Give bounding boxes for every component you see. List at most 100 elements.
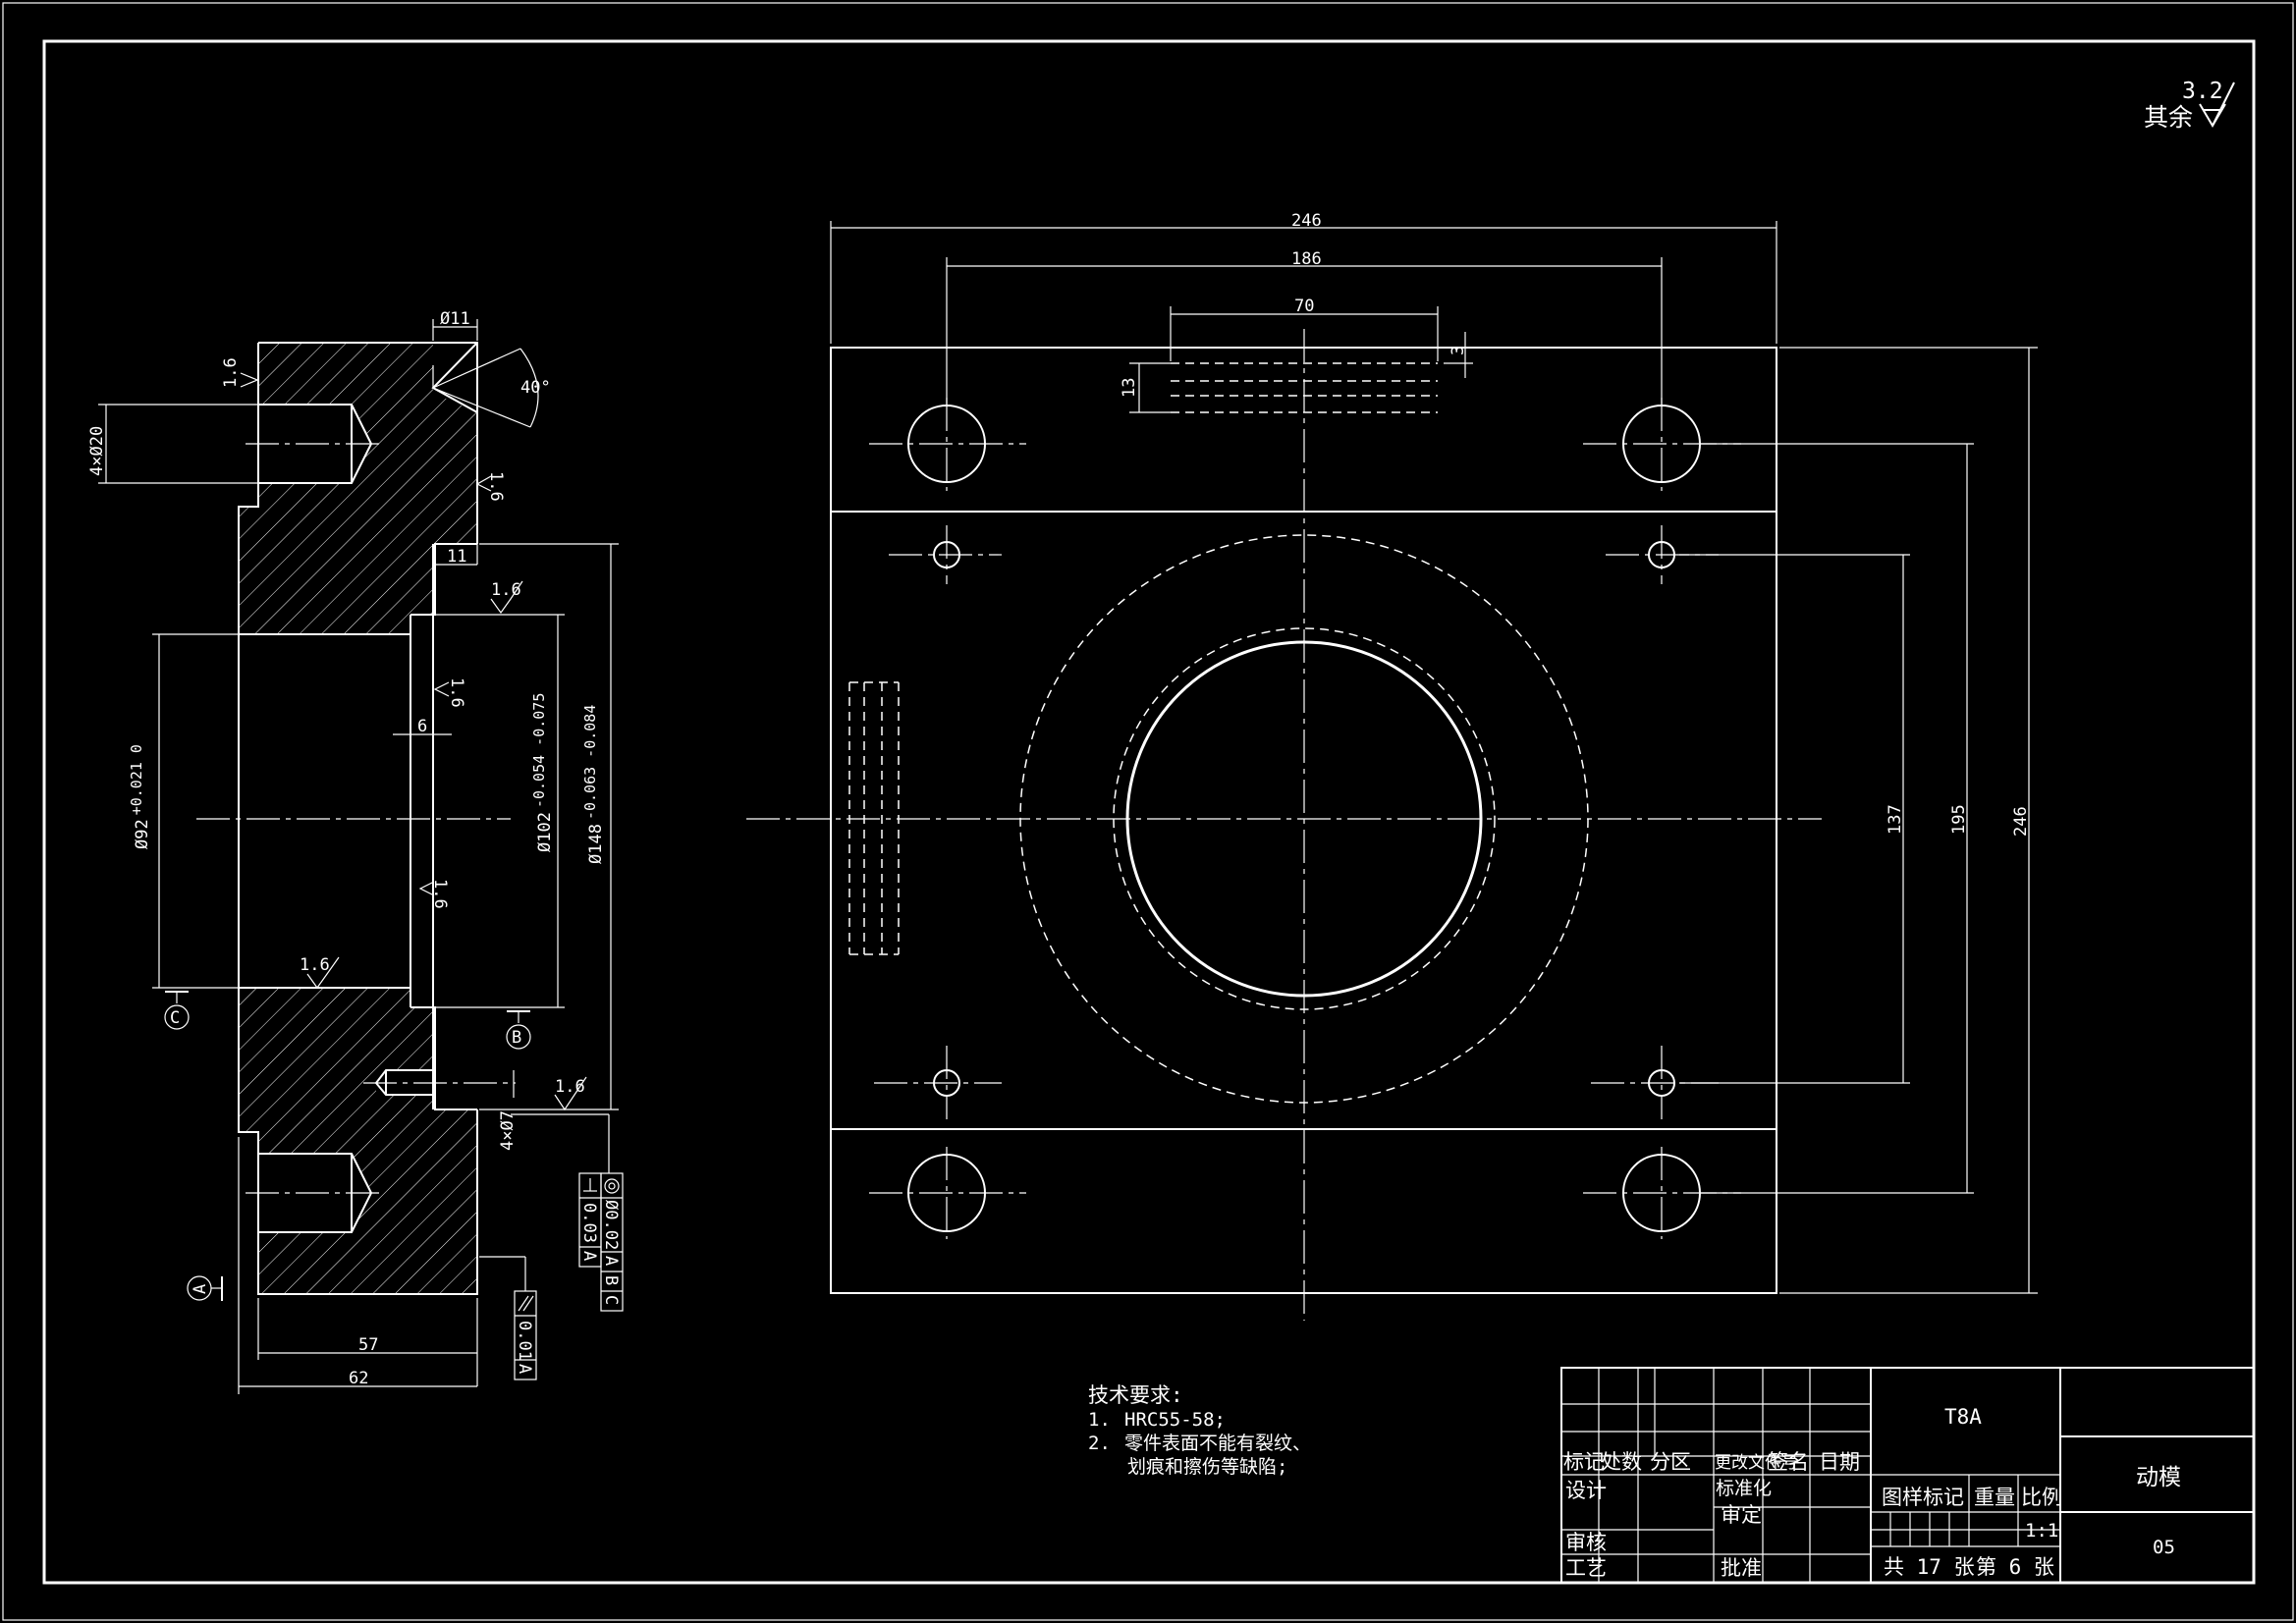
svg-text:审定: 审定 xyxy=(1721,1503,1762,1527)
dim-6: 6 xyxy=(393,717,452,736)
dim-dia11: Ø11 xyxy=(432,309,478,341)
svg-text:1.6: 1.6 xyxy=(555,1077,585,1097)
svg-text:HRC55-58;: HRC55-58; xyxy=(1124,1409,1226,1431)
tech-requirements: 技术要求: 1. HRC55-58; 2. 零件表面不能有裂纹、 划痕和擦伤等缺… xyxy=(1088,1383,1311,1478)
fcf-parallel: 0.01 A xyxy=(479,1256,537,1380)
dim-4x-dia7: 4×Ø7 xyxy=(498,1070,518,1151)
corner-hole-tl xyxy=(869,398,1026,491)
svg-text:C: C xyxy=(601,1295,621,1305)
svg-text:13: 13 xyxy=(1120,378,1139,398)
svg-text:T8A: T8A xyxy=(1944,1405,1982,1429)
svg-text:动模: 动模 xyxy=(2136,1465,2181,1490)
svg-text:A: A xyxy=(515,1364,534,1374)
dim-slot-width: 70 xyxy=(1170,297,1439,361)
svg-text:1.6: 1.6 xyxy=(430,879,450,909)
svg-text:186: 186 xyxy=(1291,249,1322,269)
svg-text:6: 6 xyxy=(417,717,427,736)
dim-slot-height: 13 xyxy=(1120,362,1171,413)
svg-text:0.03: 0.03 xyxy=(579,1203,599,1243)
bore-hidden-outer xyxy=(1019,534,1589,1104)
svg-text:标记: 标记 xyxy=(1563,1450,1605,1474)
svg-text:技术要求:: 技术要求: xyxy=(1088,1383,1183,1407)
svg-text:1.6: 1.6 xyxy=(447,677,466,708)
hidden-top-slot xyxy=(1171,362,1438,413)
svg-text:共 17 张: 共 17 张 xyxy=(1884,1555,1975,1579)
roughness-2: 1.6 xyxy=(475,471,506,502)
svg-text:Ø92+0.021 0: Ø92+0.021 0 xyxy=(128,744,152,849)
svg-text:3.2: 3.2 xyxy=(2182,79,2223,104)
svg-text:零件表面不能有裂纹、: 零件表面不能有裂纹、 xyxy=(1124,1433,1311,1454)
svg-text:Ø148-0.063 -0.084: Ø148-0.063 -0.084 xyxy=(581,705,606,864)
svg-text:4×Ø7: 4×Ø7 xyxy=(498,1110,518,1151)
svg-text:分区: 分区 xyxy=(1650,1450,1691,1474)
svg-text:审核: 审核 xyxy=(1565,1531,1607,1554)
datum-c: C xyxy=(164,991,190,1030)
svg-text:A: A xyxy=(601,1256,621,1266)
svg-text:11: 11 xyxy=(447,547,466,567)
svg-text:4×Ø20: 4×Ø20 xyxy=(87,426,107,476)
svg-text:05: 05 xyxy=(2153,1537,2175,1558)
svg-text:图样标记: 图样标记 xyxy=(1882,1486,1964,1509)
dim-angle: 40° xyxy=(432,348,551,428)
fcf-perpendicular: 0.03 A xyxy=(578,1172,602,1268)
svg-text:1.6: 1.6 xyxy=(486,471,506,502)
dim-dia92: Ø92+0.021 0 xyxy=(128,633,239,989)
svg-text:划痕和擦伤等缺陷;: 划痕和擦伤等缺陷; xyxy=(1127,1456,1287,1478)
hidden-left-slot xyxy=(848,681,900,955)
svg-text:Ø11: Ø11 xyxy=(440,309,470,329)
central-bore xyxy=(1125,640,1483,998)
svg-text:B: B xyxy=(512,1028,521,1048)
bore-hidden-inner xyxy=(1113,627,1496,1010)
datum-b: B xyxy=(506,1010,531,1050)
small-hole-tl xyxy=(889,525,1002,584)
dim-inner-137: 137 xyxy=(1679,554,1910,1084)
roughness-3: 1.6 xyxy=(490,580,523,615)
svg-text:137: 137 xyxy=(1886,804,1905,835)
plan-view: 246 186 70 3 13 xyxy=(746,211,2038,1321)
svg-text:Ø0.02: Ø0.02 xyxy=(601,1200,621,1250)
svg-text:1.6: 1.6 xyxy=(300,955,330,975)
svg-text:处数: 处数 xyxy=(1601,1450,1642,1474)
svg-text:A: A xyxy=(579,1251,599,1261)
svg-text:1:1: 1:1 xyxy=(2025,1520,2058,1542)
inner-frame xyxy=(42,39,2256,1585)
svg-text:70: 70 xyxy=(1294,297,1314,316)
svg-text:设计: 设计 xyxy=(1565,1479,1607,1502)
svg-text:3: 3 xyxy=(1449,346,1468,355)
dim-overall-width: 246 xyxy=(830,211,1777,344)
dim-dia102: Ø102-0.054 -0.075 xyxy=(412,614,565,1008)
section-view: Ø11 40° 4×Ø20 11 6 xyxy=(87,309,624,1394)
svg-text:工艺: 工艺 xyxy=(1565,1556,1607,1580)
dim-overall-height: 246 xyxy=(1779,347,2038,1294)
roughness-5: 1.6 xyxy=(418,879,450,909)
roughness-4: 1.6 xyxy=(433,677,466,708)
dim-11: 11 xyxy=(434,544,478,567)
svg-text:其余: 其余 xyxy=(2144,103,2193,132)
svg-text:195: 195 xyxy=(1949,804,1969,835)
dim-4x-dia20: 4×Ø20 xyxy=(87,404,257,484)
dim-hole-spacing-x: 186 xyxy=(946,249,1663,405)
svg-text:40°: 40° xyxy=(520,378,551,398)
svg-text:重量: 重量 xyxy=(1974,1486,2015,1509)
corner-hole-bl xyxy=(869,1147,1026,1239)
title-block: 标记 处数 分区 更改文件号 签名 日期 设计 标准化 审定 审核 工艺 批准 … xyxy=(1560,1367,2255,1584)
svg-text:57: 57 xyxy=(358,1335,378,1355)
svg-text:日期: 日期 xyxy=(1819,1450,1860,1474)
svg-text:Ø102-0.054 -0.075: Ø102-0.054 -0.075 xyxy=(530,693,555,852)
small-hole-bl xyxy=(874,1046,1002,1119)
svg-text:B: B xyxy=(601,1275,621,1285)
svg-text:246: 246 xyxy=(1291,211,1322,231)
svg-text:A: A xyxy=(191,1284,210,1294)
svg-text:246: 246 xyxy=(2011,806,2031,837)
roughness-1: 1.6 xyxy=(221,357,259,388)
dim-62: 62 xyxy=(238,1137,477,1394)
datum-a: A xyxy=(187,1275,223,1301)
section-hatch-bottom xyxy=(239,988,477,1294)
dim-dia148: Ø148-0.063 -0.084 xyxy=(479,543,619,1110)
svg-text:0.01: 0.01 xyxy=(515,1321,534,1361)
svg-text:2.: 2. xyxy=(1088,1433,1111,1454)
svg-text:比例: 比例 xyxy=(2021,1486,2062,1509)
fcf-concentric: Ø0.02 A B C xyxy=(511,1113,624,1312)
